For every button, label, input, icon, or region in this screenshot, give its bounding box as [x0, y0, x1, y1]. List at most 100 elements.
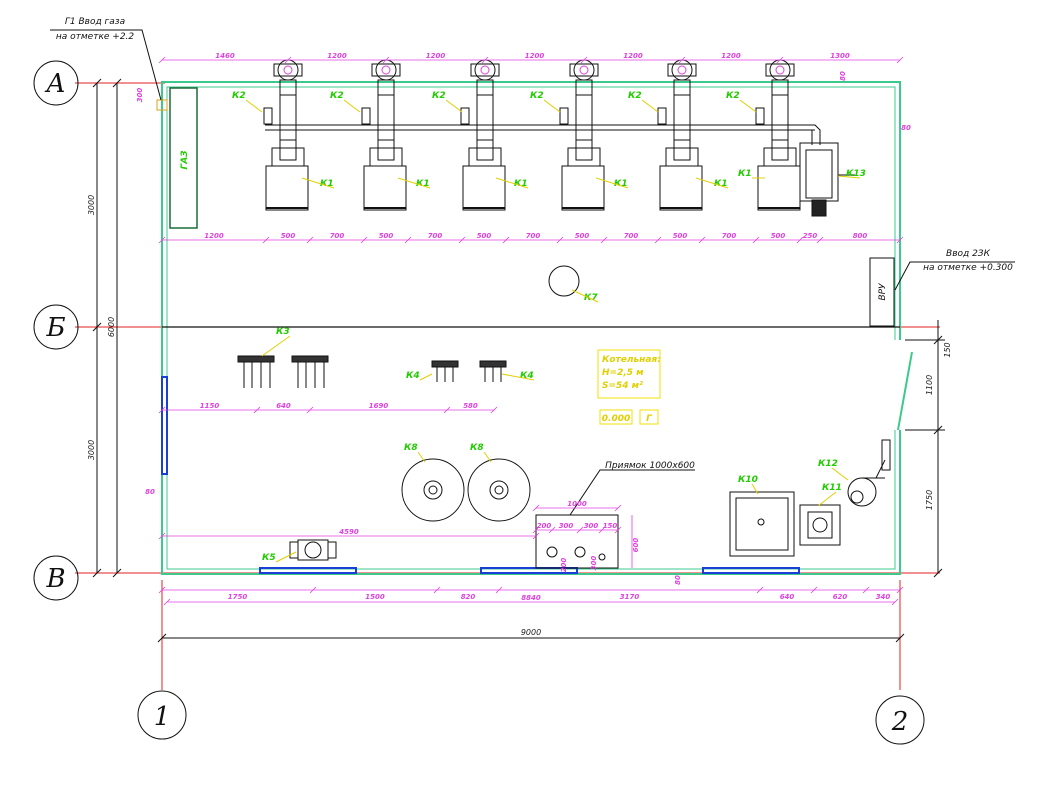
boiler-connector: [567, 147, 601, 167]
pit-parts-dim-text: 200: [537, 522, 552, 530]
row1-dim-tick: [360, 236, 368, 244]
pit-parts-dim-tick: [598, 526, 606, 534]
boiler-row: [263, 59, 821, 211]
top-dim-text: 1460: [215, 52, 235, 60]
label-k2: К2: [232, 91, 246, 101]
chimney-top: [671, 59, 693, 81]
boiler-body: [363, 165, 407, 211]
label-k4: К4: [406, 371, 420, 381]
chimney-center: [579, 65, 589, 75]
top-dim-text: 1200: [327, 52, 347, 60]
label-k11: К11: [822, 483, 842, 493]
row1-dim-text: 700: [428, 232, 443, 240]
row1-dim-text: 700: [526, 232, 541, 240]
k7-tank: [548, 265, 580, 297]
pit-w-dim-text: 1000: [567, 500, 587, 508]
k13-unit: [799, 142, 855, 217]
row1-dim-tick: [262, 236, 270, 244]
chimney-center: [283, 65, 293, 75]
row1-dim-text: 500: [575, 232, 590, 240]
axis-1-label: 1: [154, 702, 171, 732]
pit: [535, 514, 619, 569]
row3-dim-text: 4590: [339, 528, 359, 536]
gas-valve: [657, 107, 667, 125]
label-k2: К2: [628, 91, 642, 101]
gas-inlet-marker: [156, 99, 168, 111]
chimney-center: [480, 65, 490, 75]
small-dim: 80: [901, 124, 911, 132]
row1-dim-tick: [698, 236, 706, 244]
label-k1: К1: [738, 169, 752, 179]
room-area: S=54 м²: [602, 381, 643, 391]
windows: [161, 376, 800, 574]
k12-unit: [847, 439, 891, 507]
chimney-flange: [765, 63, 795, 77]
left-total: 6000: [107, 317, 116, 337]
bottom-dim-tick: [756, 586, 764, 594]
bottom-dim-text: 620: [833, 593, 848, 601]
label-leader: [275, 551, 297, 563]
boiler-connector: [468, 147, 502, 167]
pit-parts-dim-text: 150: [603, 522, 618, 530]
axis-2-label: 2: [891, 707, 909, 737]
chimney-flange: [667, 63, 697, 77]
row2-dim-tick: [490, 406, 498, 414]
row2-dim-text: 640: [276, 402, 291, 410]
chimney-center: [677, 65, 687, 75]
boiler-connector: [369, 147, 403, 167]
top-dim-tick: [382, 56, 390, 64]
row1-dim-tick: [556, 236, 564, 244]
label-k5: К5: [262, 553, 276, 563]
pit-parts-dim-tick: [614, 526, 622, 534]
label-leader: [501, 373, 535, 381]
top-dim-tick: [481, 56, 489, 64]
gas-inlet-note-1: Г1 Ввод газа: [65, 17, 125, 27]
row1-dim-text: 500: [281, 232, 296, 240]
pit-note: Приямок 1000х600: [605, 461, 695, 471]
chimney-pipe: [476, 79, 494, 161]
top-dim-text: 1200: [623, 52, 643, 60]
top-dim-tick: [896, 56, 904, 64]
label-leader: [751, 483, 759, 495]
label-k1: К1: [320, 179, 334, 189]
dimension-lines: [158, 56, 904, 606]
boiler-body: [757, 165, 801, 211]
pit-h-text: 600: [632, 538, 640, 553]
row3-dim-tick: [158, 532, 166, 540]
k11-pump: [799, 504, 841, 546]
top-dim-tick: [678, 56, 686, 64]
chimney-top: [769, 59, 791, 81]
walls: [161, 81, 901, 575]
label-leader: [343, 99, 361, 113]
bottom-dim-tick: [158, 586, 166, 594]
room-category: Г: [646, 414, 653, 424]
row1-dim-tick: [158, 236, 166, 244]
pit-parts-dim-tick: [532, 526, 540, 534]
chimney-flange: [470, 63, 500, 77]
row1-dim-text: 500: [673, 232, 688, 240]
label-leader: [543, 99, 561, 113]
gas-box: ГАЗ: [169, 87, 198, 229]
label-k2: К2: [330, 91, 344, 101]
chimney-flange: [273, 63, 303, 77]
top-dim-tick: [158, 56, 166, 64]
label-k1: К1: [614, 179, 628, 189]
bottom-dim-tick: [433, 586, 441, 594]
boiler-unit: [559, 59, 605, 211]
pit-parts-dim-text: 300: [559, 522, 574, 530]
row1-dim-tick: [600, 236, 608, 244]
bottom-dim-tick: [309, 586, 317, 594]
label-leader: [245, 99, 263, 113]
label-k1: К1: [514, 179, 528, 189]
axis-markers: А Б В 1 2: [33, 60, 925, 745]
label-leader: [483, 451, 492, 463]
chimney-flange: [371, 63, 401, 77]
row2-dim-tick: [306, 406, 314, 414]
chimney-center: [775, 65, 785, 75]
axis-a-label: А: [44, 69, 66, 99]
label-leader: [571, 289, 599, 303]
left-dimensions: [92, 78, 122, 578]
boiler-unit: [755, 59, 801, 211]
row1-dim-text: 500: [379, 232, 394, 240]
